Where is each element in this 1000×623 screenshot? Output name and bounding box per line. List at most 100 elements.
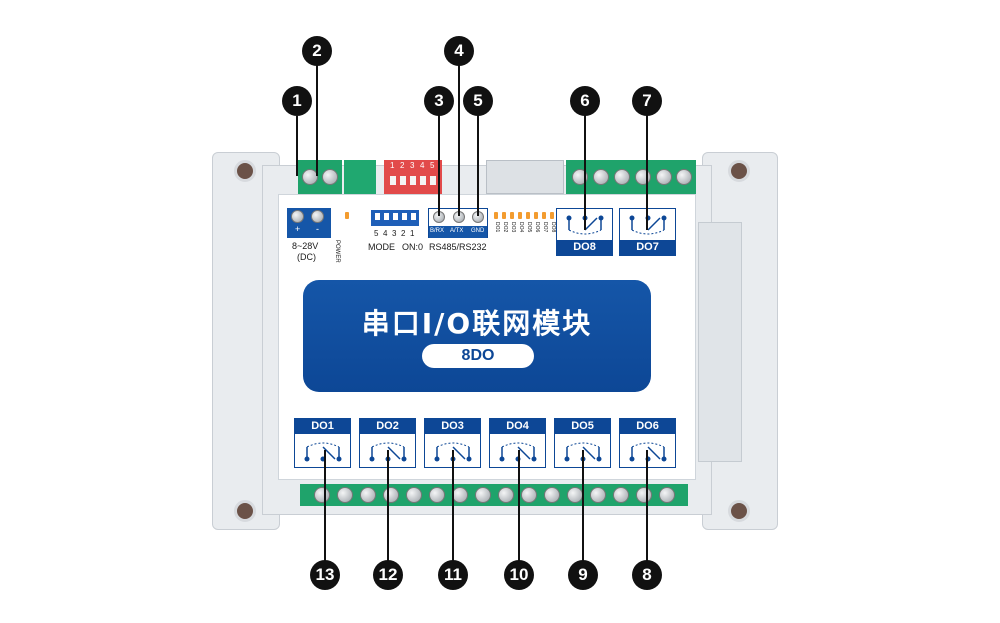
do-led-label: DO3 [510,222,516,233]
screw-icon[interactable] [614,169,630,185]
do-led [502,212,506,219]
do-led [534,212,538,219]
relay-contact-icon [304,442,342,462]
callout-marker: 1 [282,86,312,116]
comm-terminal-label: GND [471,228,485,234]
callout-marker: 8 [632,560,662,590]
dip-key[interactable] [411,213,416,220]
mode-switch-number: 3 [392,229,397,238]
dip-key[interactable] [402,213,407,220]
screw-icon[interactable] [314,487,330,503]
mode-switch-number: 1 [410,229,415,238]
leader-line [324,450,326,564]
do-led-label: DO1 [494,222,500,233]
callout-marker: 2 [302,36,332,66]
screw-icon[interactable] [656,169,672,185]
relay-contact-icon [499,442,537,462]
relay-contact-icon [434,442,472,462]
do-led-label: DO2 [502,222,508,233]
callout-marker: 11 [438,560,468,590]
power-plus-label: + [295,224,301,234]
relay-contact-icon [369,442,407,462]
module-model: 8DO [422,344,534,368]
screw-icon[interactable] [406,487,422,503]
screw-icon[interactable] [521,487,537,503]
callout-marker: 9 [568,560,598,590]
screw-icon[interactable] [498,487,514,503]
dip-key[interactable] [393,213,398,220]
screw-icon[interactable] [302,169,318,185]
leader-line [452,450,454,564]
relay-terminal-block-bottom [300,484,688,506]
top-dip-number: 5 [430,161,435,170]
dip-key[interactable] [430,176,436,185]
mounting-hole-bottom-left [234,500,256,522]
screw-icon[interactable] [544,487,560,503]
leader-line [438,114,440,216]
do-led-label: DO5 [526,222,532,233]
do-led [542,212,546,219]
callout-marker: 3 [424,86,454,116]
power-led-label: POWER [334,240,340,263]
mode-switch-number: 2 [401,229,406,238]
screw-icon[interactable] [659,487,675,503]
do-led-label: DO7 [542,222,548,233]
do-led [518,212,522,219]
mounting-hole-top-left [234,160,256,182]
top-dip-switch[interactable]: 1 2 3 4 5 [384,160,442,194]
screw-icon[interactable] [452,487,468,503]
screw-icon[interactable] [567,487,583,503]
screw-icon[interactable] [636,487,652,503]
callout-marker: 6 [570,86,600,116]
screw-icon[interactable] [383,487,399,503]
screw-icon[interactable] [593,169,609,185]
relay-contact-icon [629,442,667,462]
output-box-do4: DO4 [489,418,546,468]
dip-key[interactable] [420,176,426,185]
screw-icon[interactable] [635,169,651,185]
dip-key[interactable] [390,176,396,185]
do-led-label: DO4 [518,222,524,233]
top-dip-number: 4 [420,161,425,170]
power-led [345,212,349,219]
screw-icon[interactable] [322,169,338,185]
output-box-do6: DO6 [619,418,676,468]
do-led [550,212,554,219]
callout-marker: 10 [504,560,534,590]
screw-icon[interactable] [613,487,629,503]
screw-icon[interactable] [475,487,491,503]
screw-icon [311,210,324,223]
module-title: 串口I/O联网模块 [361,307,593,340]
screw-icon[interactable] [590,487,606,503]
do-led [526,212,530,219]
dip-key[interactable] [400,176,406,185]
dip-key[interactable] [410,176,416,185]
comm-terminal-label-bar [429,226,487,238]
output-label: DO1 [295,419,350,434]
top-dip-number: 1 [390,161,395,170]
dip-key[interactable] [384,213,389,220]
output-label: DO7 [620,240,675,255]
screw-icon[interactable] [676,169,692,185]
power-terminal-graphic: + - [287,208,331,238]
callout-marker: 12 [373,560,403,590]
mode-label: MODE [368,242,395,252]
do-led [494,212,498,219]
screw-icon[interactable] [429,487,445,503]
dip-key[interactable] [375,213,380,220]
comm-terminal-label: A/TX [450,228,464,234]
comm-terminal-label: B/RX [430,228,445,234]
callout-marker: 5 [463,86,493,116]
comm-terminal-block [344,160,376,194]
leader-line [387,450,389,564]
screw-icon[interactable] [360,487,376,503]
output-label: DO5 [555,419,610,434]
power-minus-label: - [316,224,319,234]
mounting-hole-top-right [728,160,750,182]
output-label: DO4 [490,419,545,434]
relay-contact-icon [629,215,667,235]
mode-dip-switch[interactable] [371,210,419,226]
title-banner: 串口I/O联网模块 8DO [303,280,651,392]
do-led-row: DO1 DO2 DO3 DO4 DO5 DO6 DO7 DO8 [494,212,556,242]
screw-icon[interactable] [337,487,353,503]
